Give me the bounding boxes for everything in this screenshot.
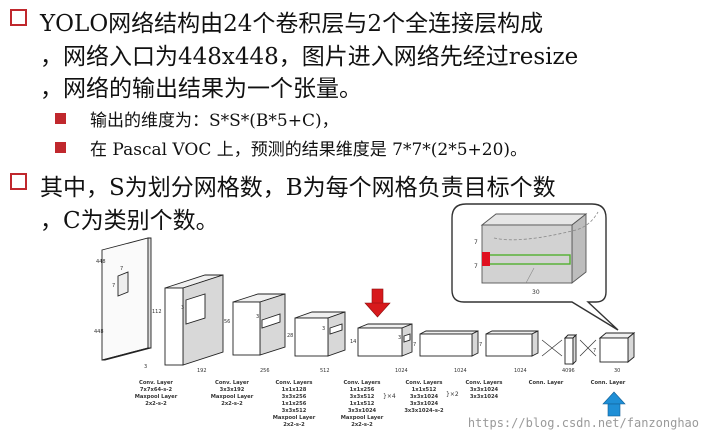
- caption-4-line-3: 3x3x512: [350, 394, 375, 400]
- block-2-size: 56: [224, 319, 230, 325]
- bullet-2-line-1: 其中，S为划分网格数，B为每个网格负责目标个数: [40, 175, 556, 201]
- caption-4-line-5: 3x3x1024: [348, 408, 377, 414]
- captions: Conv. Layer 7x7x64-s-2 Maxpool Layer 2x2…: [135, 380, 626, 428]
- input-image-slab: [101, 237, 152, 361]
- caption-2-line-3: Maxpool Layer: [211, 394, 254, 400]
- caption-4-line-1: Conv. Layers: [344, 380, 381, 386]
- blue-arrow-up: [602, 391, 626, 417]
- bullet-1-line-2: ，网络入口为448x448，图片进入网络先经过resize: [40, 44, 579, 70]
- output-tensor: [598, 332, 636, 363]
- block-8-size: 7: [593, 348, 596, 354]
- caption-7-line-1: Conn. Layer: [529, 380, 564, 386]
- block-3-depth: 512: [320, 368, 330, 374]
- bullet-square-1: [10, 9, 27, 26]
- input-kernel-label: 7: [120, 266, 123, 272]
- caption-4-line-4: 1x1x512: [350, 401, 375, 407]
- caption-1-line-2: 7x7x64-s-2: [140, 387, 173, 393]
- conv-block-5: [419, 330, 479, 357]
- block-6-depth: 1024: [514, 368, 527, 374]
- sub-bullet-1-text: 输出的维度为：S*S*(B*5+C)，: [90, 111, 339, 131]
- conv-block-4: [357, 323, 413, 357]
- block-4-depth: 1024: [395, 368, 408, 374]
- block-3-size: 28: [287, 333, 293, 339]
- zoom-callout: [451, 203, 619, 331]
- conv-block-1: [164, 274, 224, 366]
- caption-1-line-3: Maxpool Layer: [135, 394, 178, 400]
- input-size-side: 448: [94, 329, 104, 335]
- repeat-mark-2: }×2: [446, 391, 459, 398]
- caption-1-line-1: Conv. Layer: [139, 380, 173, 386]
- caption-6-line-1: Conv. Layers: [466, 380, 503, 386]
- bullet-2-line-2: ，C为类别个数。: [40, 208, 219, 234]
- caption-4-line-6: Maxpool Layer: [341, 415, 384, 421]
- repeat-mark-4: }×4: [383, 393, 396, 400]
- conv-block-3: [294, 311, 346, 357]
- caption-5-line-2: 1x1x512: [412, 387, 437, 393]
- caption-3-line-7: 2x2-s-2: [283, 422, 305, 428]
- red-arrow-down: [364, 288, 391, 318]
- caption-5-line-3: 3x3x1024: [410, 394, 439, 400]
- block-5-size: 7: [413, 342, 416, 348]
- sub-bullet-square-1: [55, 113, 66, 124]
- block-1-size: 112: [152, 309, 162, 315]
- sub-bullet-2-text: 在 Pascal VOC 上，预测的结果维度是 7*7*(2*5+20)。: [90, 140, 528, 160]
- caption-8-line-1: Conn. Layer: [591, 380, 626, 386]
- zoom-depth-label: 30: [532, 289, 540, 296]
- caption-4-line-7: 2x2-s-2: [351, 422, 373, 428]
- zoom-size-label-2: 7: [474, 263, 478, 270]
- block-1-depth: 192: [197, 368, 207, 374]
- input-size-top: 448: [96, 259, 106, 265]
- block-4-k: 3: [398, 335, 401, 341]
- caption-6-line-2: 3x3x1024: [470, 387, 499, 393]
- caption-2-line-2: 3x3x192: [220, 387, 245, 393]
- caption-5-line-1: Conv. Layers: [406, 380, 443, 386]
- caption-2-line-1: Conv. Layer: [215, 380, 249, 386]
- block-3-k: 3: [322, 326, 325, 332]
- block-4-size: 14: [350, 339, 356, 345]
- block-8-depth: 30: [614, 368, 620, 374]
- bullet-1-line-1: YOLO网络结构由24个卷积层与2个全连接层构成: [40, 11, 544, 37]
- caption-3-line-6: Maxpool Layer: [273, 415, 316, 421]
- input-kernel-label-2: 7: [112, 283, 115, 289]
- caption-5-line-5: 3x3x1024-s-2: [404, 408, 444, 414]
- caption-3-line-3: 3x3x256: [282, 394, 307, 400]
- input-depth: 3: [144, 364, 147, 370]
- caption-4-line-2: 1x1x256: [350, 387, 375, 393]
- block-7-depth: 4096: [562, 368, 575, 374]
- caption-6-line-3: 3x3x1024: [470, 394, 499, 400]
- block-2-depth: 256: [260, 368, 270, 374]
- watermark: https://blog.csdn.net/fanzonghao: [467, 416, 699, 430]
- caption-2-line-4: 2x2-s-2: [221, 401, 243, 407]
- block-5-depth: 1024: [454, 368, 467, 374]
- block-2-k: 3: [256, 314, 259, 320]
- connection-lines-1: [541, 339, 563, 357]
- block-6-size: 7: [479, 342, 482, 348]
- caption-1-line-4: 2x2-s-2: [145, 401, 167, 407]
- zoom-size-label: 7: [474, 239, 478, 246]
- block-1-k: 3: [181, 305, 184, 311]
- conv-block-6: [485, 330, 539, 357]
- fc-layer-1: [563, 333, 578, 366]
- sub-bullet-square-2: [55, 142, 66, 153]
- bullet-1-line-3: ，网络的输出结果为一个张量。: [40, 76, 362, 102]
- connection-lines-2: [579, 339, 597, 357]
- caption-3-line-4: 1x1x256: [282, 401, 307, 407]
- bullet-square-2: [10, 173, 27, 190]
- caption-5-line-4: 3x3x1024: [410, 401, 439, 407]
- caption-3-line-5: 3x3x512: [282, 408, 307, 414]
- conv-block-2: [232, 293, 286, 356]
- caption-3-line-2: 1x1x128: [282, 387, 307, 393]
- caption-3-line-1: Conv. Layers: [276, 380, 313, 386]
